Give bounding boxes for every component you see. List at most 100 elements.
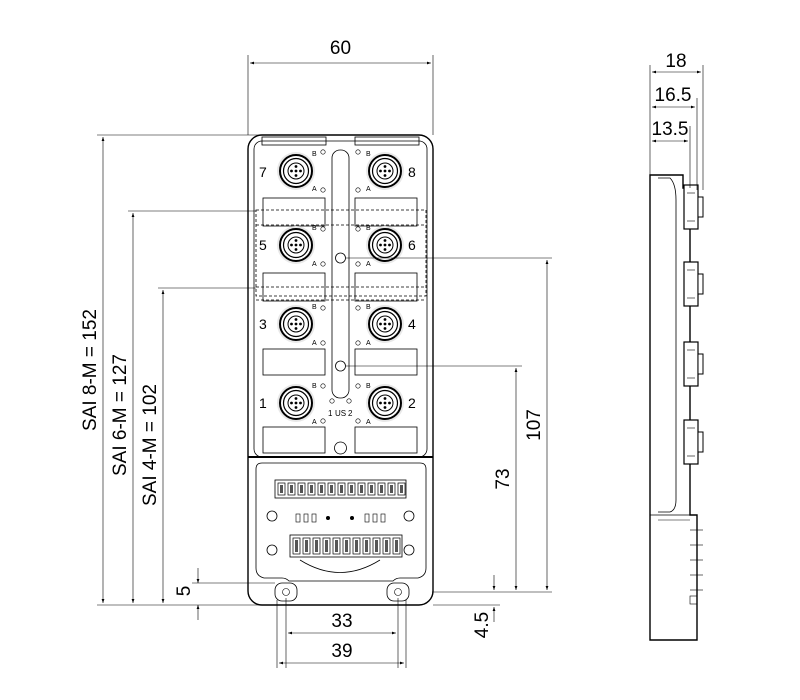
terminal-pin-contact xyxy=(390,485,393,493)
label-field-56-left xyxy=(262,272,326,302)
mount-hole-center-1 xyxy=(335,252,346,264)
label-field-78-right xyxy=(354,197,418,227)
housing-outline xyxy=(247,134,434,606)
dimension-sai6: SAI 6-M = 127 xyxy=(110,354,131,476)
pin-mark-b: B xyxy=(366,151,371,158)
label-field-56-right xyxy=(354,272,418,302)
pin-mark-a: A xyxy=(366,186,371,193)
dimension-sai8: SAI 8-M = 152 xyxy=(80,309,101,431)
dimension-16-5: 16.5 xyxy=(655,85,692,106)
terminal-pin-contact xyxy=(300,485,303,493)
terminal-pin-contact xyxy=(295,540,298,552)
terminal-pin-contact xyxy=(340,485,343,493)
mount-hole-center-2 xyxy=(335,360,346,372)
port-label-5: 5 xyxy=(259,237,267,253)
port-label-6: 6 xyxy=(408,237,416,253)
terminal-pin-contact xyxy=(320,485,323,493)
m12-connector-icon-8 xyxy=(365,151,405,191)
dimension-13-5: 13.5 xyxy=(652,119,689,140)
terminal-pin-contact xyxy=(355,540,358,552)
side-view xyxy=(649,174,704,641)
dimensions-front: 60 SAI 8-M = 152 SAI 6-M = 127 SAI 4-M =… xyxy=(80,38,552,668)
terminal-screw-left-1 xyxy=(266,510,278,522)
terminal-pin-contact xyxy=(360,485,363,493)
terminal-pin-contact xyxy=(325,540,328,552)
top-tab-right xyxy=(354,136,420,146)
dimension-18: 18 xyxy=(665,51,686,72)
terminal-pin-contact xyxy=(385,540,388,552)
mount-slot-right-hole xyxy=(394,588,402,596)
mount-hole-middle xyxy=(334,441,347,455)
pin-mark-b: B xyxy=(312,225,317,232)
mount-slot-left-hole xyxy=(282,588,290,596)
pin-mark-b: B xyxy=(366,383,371,390)
pin-mark-a: A xyxy=(312,419,317,426)
dimension-73: 73 xyxy=(493,468,514,489)
dimension-4-5: 4.5 xyxy=(472,612,493,638)
terminal-pin-contact xyxy=(400,485,403,493)
terminal-pin-contact xyxy=(380,485,383,493)
port-label-8: 8 xyxy=(408,164,416,180)
terminal-screw-left-2 xyxy=(266,544,278,556)
terminal-strip-lower-pins xyxy=(292,537,401,555)
terminal-module-outline xyxy=(255,462,427,582)
terminal-pin-contact xyxy=(365,540,368,552)
label-field-34-right xyxy=(354,348,418,376)
side-connector-icon-3 xyxy=(683,341,704,387)
terminal-strip-upper xyxy=(274,479,407,499)
m12-connector-icon-1 xyxy=(276,383,316,423)
pin-mark-a: A xyxy=(366,340,371,347)
pin-mark-a: A xyxy=(312,261,317,268)
small-components xyxy=(295,513,386,523)
side-connector-icon-4 xyxy=(683,419,704,465)
m12-connector-icon-2 xyxy=(365,383,405,423)
side-connector-icon-2 xyxy=(683,261,704,307)
dimension-5: 5 xyxy=(174,586,195,597)
pin-mark-b: B xyxy=(312,383,317,390)
port-label-3: 3 xyxy=(259,316,267,332)
dimension-107: 107 xyxy=(524,409,545,441)
terminal-pin-contact xyxy=(345,540,348,552)
label-field-34-left xyxy=(262,348,326,376)
port-label-4: 4 xyxy=(408,316,416,332)
terminal-pin-contact xyxy=(335,540,338,552)
pin-mark-b: B xyxy=(312,304,317,311)
pin-mark-a: A xyxy=(312,186,317,193)
label-field-12-left xyxy=(262,426,326,454)
dimension-sai4: SAI 4-M = 102 xyxy=(140,384,161,506)
port-label-7: 7 xyxy=(259,164,267,180)
terminal-pin-contact xyxy=(315,540,318,552)
terminal-pin-contact xyxy=(350,485,353,493)
us-label-right: 2 xyxy=(348,409,353,418)
terminal-pin-contact xyxy=(310,485,313,493)
dimension-33: 33 xyxy=(331,611,352,632)
terminal-strip-lower xyxy=(289,534,403,558)
pin-marks: B B A A B B A A B B A A B B A A xyxy=(312,151,371,426)
front-view: B B A A B B A A B B A A B B A A 7 8 5 6 … xyxy=(247,134,552,606)
m12-connector-icon-7 xyxy=(276,151,316,191)
terminal-pin-contact xyxy=(375,540,378,552)
pin-mark-a: A xyxy=(366,261,371,268)
m12-connector-icon-3 xyxy=(276,304,316,344)
pin-mark-a: A xyxy=(312,340,317,347)
terminal-screw-right-1 xyxy=(403,510,415,522)
terminal-screw-right-2 xyxy=(403,544,415,556)
side-housing-outline xyxy=(649,174,698,641)
dashed-frame-upper xyxy=(255,209,427,297)
pin-mark-a: A xyxy=(366,419,371,426)
side-housing-contour xyxy=(658,177,677,513)
central-slot xyxy=(331,149,350,399)
port-label-2: 2 xyxy=(408,395,416,411)
side-terminal-pins xyxy=(689,529,703,605)
pin-mark-b: B xyxy=(366,304,371,311)
top-tab-left xyxy=(261,136,327,146)
dimension-60: 60 xyxy=(330,38,351,59)
m12-connector-icon-4 xyxy=(365,304,405,344)
terminal-pin-contact xyxy=(280,485,283,493)
side-connector-icon-1 xyxy=(683,184,704,230)
label-field-78-left xyxy=(262,197,326,227)
terminal-pin-contact xyxy=(290,485,293,493)
terminal-module-arc xyxy=(299,559,381,573)
terminal-pin-contact xyxy=(395,540,398,552)
